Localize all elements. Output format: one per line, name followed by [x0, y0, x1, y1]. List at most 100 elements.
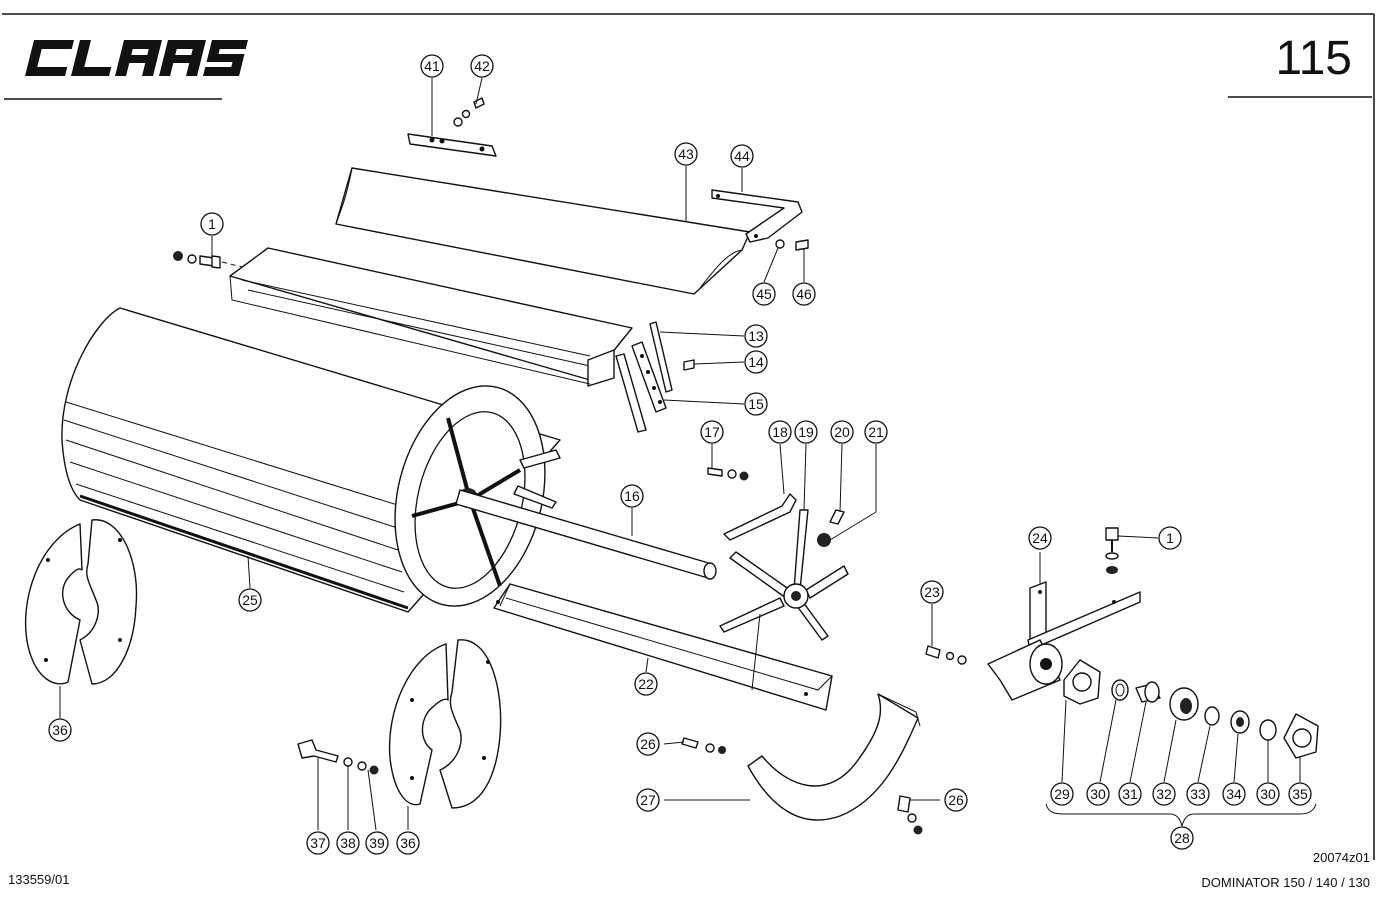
- callout-29: 29: [1050, 782, 1074, 806]
- svg-text:25: 25: [242, 592, 258, 608]
- callout-26-upper: 26: [636, 732, 660, 756]
- part-44-angle-bracket: [711, 189, 803, 243]
- callout-37: 37: [306, 831, 330, 855]
- part-45-46-fastener: [775, 239, 809, 251]
- model-designation: DOMINATOR 150 / 140 / 130: [1201, 875, 1370, 890]
- claas-logo: [25, 40, 248, 76]
- callout-23: 23: [920, 580, 944, 604]
- callout-36-left: 36: [48, 718, 72, 742]
- part-1-bolt-left: [173, 251, 263, 273]
- part-25-drum: [61, 307, 561, 613]
- callout-16: 16: [620, 484, 644, 508]
- part-43-cover-plate: [335, 167, 751, 295]
- callout-17: 17: [700, 420, 724, 444]
- svg-text:26: 26: [948, 792, 964, 808]
- page-frame: [2, 13, 1375, 860]
- part-30-seal-left: [1111, 679, 1129, 701]
- svg-text:27: 27: [640, 792, 656, 808]
- callout-35: 35: [1288, 782, 1312, 806]
- part-14-screw: [683, 359, 695, 371]
- svg-text:31: 31: [1122, 786, 1138, 802]
- svg-text:30: 30: [1260, 786, 1276, 802]
- callout-43: 43: [674, 142, 698, 166]
- svg-text:41: 41: [424, 58, 440, 74]
- svg-text:20: 20: [834, 424, 850, 440]
- callout-1-left: 1: [200, 212, 224, 236]
- callout-22: 22: [634, 672, 658, 696]
- drawing-code: 20074z01: [1313, 850, 1370, 865]
- svg-text:18: 18: [772, 424, 788, 440]
- callout-46: 46: [792, 282, 816, 306]
- part-38-washer: [343, 757, 353, 767]
- part-side-strip: [615, 353, 647, 433]
- svg-text:46: 46: [796, 286, 812, 302]
- part-37-pin: [297, 739, 339, 763]
- svg-text:38: 38: [340, 835, 356, 851]
- svg-text:13: 13: [748, 328, 764, 344]
- callout-42: 42: [470, 54, 494, 78]
- svg-text:42: 42: [474, 58, 490, 74]
- callout-13: 13: [744, 324, 768, 348]
- svg-text:19: 19: [798, 424, 814, 440]
- page-number: 115: [1275, 32, 1352, 85]
- part-34-nut: [1230, 710, 1250, 734]
- callout-34: 34: [1222, 782, 1246, 806]
- callout-26-lower: 26: [944, 788, 968, 812]
- callout-39: 39: [365, 831, 389, 855]
- part-33-ring: [1204, 706, 1220, 726]
- part-18-bracket: [723, 493, 797, 541]
- svg-text:34: 34: [1226, 786, 1242, 802]
- callout-14: 14: [744, 350, 768, 374]
- svg-text:32: 32: [1156, 786, 1172, 802]
- callout-1-right: 1: [1158, 526, 1182, 550]
- svg-text:37: 37: [310, 835, 326, 851]
- svg-text:43: 43: [678, 146, 694, 162]
- callout-41: 41: [420, 54, 444, 78]
- svg-text:44: 44: [734, 148, 750, 164]
- callout-32: 32: [1152, 782, 1176, 806]
- svg-text:33: 33: [1190, 786, 1206, 802]
- part-15-perforated-plate: [631, 341, 667, 413]
- callout-24: 24: [1028, 526, 1052, 550]
- svg-text:22: 22: [638, 676, 654, 692]
- svg-text:16: 16: [624, 488, 640, 504]
- svg-text:17: 17: [704, 424, 720, 440]
- svg-text:1: 1: [208, 216, 216, 232]
- callout-45: 45: [752, 282, 776, 306]
- svg-text:14: 14: [748, 354, 764, 370]
- svg-text:29: 29: [1054, 786, 1070, 802]
- svg-text:35: 35: [1292, 786, 1308, 802]
- callout-27: 27: [636, 788, 660, 812]
- part-35-flange-right: [1283, 713, 1319, 759]
- part-20-bolt: [829, 509, 845, 525]
- part-31-sleeve: [1135, 681, 1161, 703]
- callout-30-right: 30: [1256, 782, 1280, 806]
- leader-lines: [59, 77, 1317, 831]
- part-13-rod: [649, 321, 673, 393]
- part-41-strip: [407, 133, 497, 157]
- callout-28: 28: [1170, 826, 1194, 850]
- svg-text:1: 1: [1166, 530, 1174, 546]
- callout-31: 31: [1118, 782, 1142, 806]
- part-channel-beam: [229, 247, 633, 387]
- part-36-disc-center: [388, 639, 502, 809]
- svg-text:30: 30: [1090, 786, 1106, 802]
- callout-20: 20: [830, 420, 854, 444]
- callout-25: 25: [238, 588, 262, 612]
- callout-44: 44: [730, 144, 754, 168]
- callout-19: 19: [794, 420, 818, 444]
- svg-text:39: 39: [369, 835, 385, 851]
- svg-text:26: 26: [640, 736, 656, 752]
- svg-text:28: 28: [1174, 830, 1190, 846]
- part-24-mount-bracket: [987, 581, 1141, 701]
- svg-text:23: 23: [924, 584, 940, 600]
- svg-text:36: 36: [52, 722, 68, 738]
- part-42-bolt: [453, 97, 485, 127]
- svg-text:21: 21: [868, 424, 884, 440]
- part-17-bolt: [707, 467, 749, 481]
- callout-38: 38: [336, 831, 360, 855]
- callout-18: 18: [768, 420, 792, 444]
- document-number: 133559/01: [8, 872, 69, 887]
